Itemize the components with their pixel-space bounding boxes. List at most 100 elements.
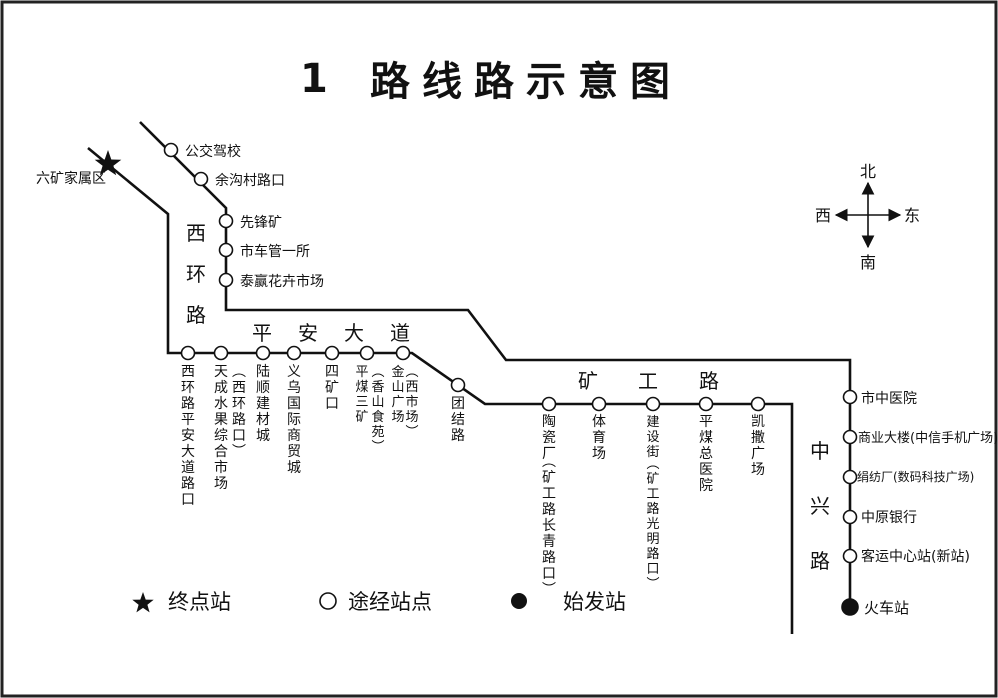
label-char: 义: [287, 364, 301, 380]
label-char: 路: [232, 412, 246, 428]
legend-terminal: 终点站: [132, 590, 231, 614]
label-char: ︵: [371, 365, 384, 380]
stop-marker: [218, 272, 234, 288]
stop-main-2[interactable]: 天成水果综合市场︵西环路口︶: [213, 345, 246, 493]
label-char: 陆: [256, 364, 270, 380]
stop-label-note: ︵西市场︶: [405, 365, 418, 440]
legend-terminal-label: 终点站: [168, 590, 231, 614]
label-char: 场: [214, 476, 228, 492]
stop-main-12[interactable]: 平煤总医院: [698, 396, 714, 495]
label-char: 场: [751, 462, 765, 478]
stop-main-5[interactable]: 四矿口: [324, 345, 340, 413]
road-zhongxing-char-2: 兴: [810, 494, 830, 518]
road-pingan: 平 安 大 道: [252, 321, 410, 345]
road-zhongxing: 中 兴 路: [810, 439, 836, 573]
road-kuanggong-char-2: 工: [638, 369, 658, 393]
stop-main-8[interactable]: 团结路: [450, 377, 466, 445]
stop-label: 建设街: [646, 415, 659, 460]
stop-branch-5[interactable]: 泰赢花卉市场: [218, 272, 325, 290]
road-xihuan-char-3: 路: [186, 303, 206, 327]
stop-branch-3[interactable]: 先锋矿: [218, 213, 283, 232]
stop-marker: [842, 429, 858, 445]
label-char: 瓷: [542, 430, 556, 446]
stop-zx-4[interactable]: 中原银行: [842, 509, 918, 526]
stop-branch-2[interactable]: 余沟村路口: [193, 171, 286, 189]
stop-main-13[interactable]: 凯撒广场: [750, 396, 766, 479]
label-char: ︵: [646, 457, 659, 472]
stop-main-11[interactable]: 建设街︵矿工路光明路口︶: [645, 396, 661, 593]
road-xihuan-char-2: 环: [186, 262, 206, 286]
label-char: ︶: [542, 582, 556, 598]
label-char: 合: [214, 444, 228, 460]
label-char: 医: [699, 462, 713, 478]
stop-branch-1[interactable]: 公交驾校: [163, 142, 242, 160]
road-labels: 西 环 路 平 安 大 道 矿 工 路 中 兴 路: [186, 221, 836, 573]
road-zhongxing-char-1: 中: [810, 439, 830, 463]
stop-main-7[interactable]: 金山广场︵西市场︶: [391, 345, 419, 441]
compass-east: 东: [904, 206, 920, 225]
label-char: 总: [699, 446, 713, 462]
label-char: 商: [287, 428, 301, 444]
stop-main-6[interactable]: 平煤三矿︵香山食苑︶: [355, 345, 385, 456]
stop-marker: [180, 345, 196, 361]
legend-start: 始发站: [511, 590, 626, 614]
road-pingan-char-2: 安: [298, 321, 318, 345]
label-char: ︶: [371, 440, 384, 455]
stop-label: 市中医院: [861, 390, 917, 407]
stop-main-10[interactable]: 体育场: [591, 396, 607, 463]
stop-label: 公交驾校: [185, 143, 241, 160]
label-char: 平: [355, 365, 368, 380]
label-char: 大: [181, 444, 195, 460]
stop-label: 义乌国际商贸城: [287, 364, 301, 476]
label-char: 工: [542, 486, 556, 502]
stop-zx-6-start[interactable]: 火车站: [841, 598, 909, 617]
label-char: ︵: [232, 364, 246, 380]
stop-label: 先锋矿: [240, 215, 282, 231]
stop-main-3[interactable]: 陆顺建材城: [255, 345, 271, 445]
road-kuanggong: 矿 工 路: [578, 369, 719, 393]
label-char: 路: [542, 550, 556, 566]
title-text: 路线路示意图: [370, 59, 682, 105]
label-char: 环: [181, 380, 195, 396]
stop-zx-5[interactable]: 客运中心站(新站): [842, 548, 970, 565]
legend-via-label: 途经站点: [348, 590, 432, 614]
stop-marker: [645, 396, 661, 412]
label-char: 香: [371, 380, 384, 395]
label-char: 矿: [646, 472, 659, 487]
label-char: 长: [542, 518, 556, 534]
stop-main-1[interactable]: 西环路平安大道路口: [180, 345, 196, 509]
star-icon: [132, 592, 154, 613]
route-north-branch: [139, 121, 852, 607]
label-char: 团: [451, 396, 465, 412]
stop-zx-1[interactable]: 市中医院: [842, 389, 918, 407]
stop-label: 商业大楼(中信手机广场): [858, 431, 998, 446]
label-char: 三: [355, 395, 368, 410]
stop-label-note: ︵香山食苑︶: [371, 365, 384, 455]
stop-branch-4[interactable]: 市车管一所: [218, 242, 311, 260]
label-char: 路: [646, 501, 659, 517]
stop-zx-2[interactable]: 商业大楼(中信手机广场): [842, 429, 998, 447]
label-char: ︶: [646, 577, 659, 592]
stop-label: 天成水果综合市场: [214, 364, 228, 492]
stop-main-4[interactable]: 义乌国际商贸城: [286, 345, 302, 477]
label-char: 西: [181, 364, 195, 380]
label-char: 市: [214, 459, 228, 476]
label-char: 育: [592, 430, 606, 446]
label-char: 矿: [325, 380, 339, 396]
stop-label: 余沟村路口: [215, 172, 285, 189]
label-char: 广: [391, 395, 404, 410]
stop-marker: [213, 345, 229, 361]
label-char: 场: [391, 410, 404, 425]
road-pingan-char-4: 道: [390, 321, 410, 345]
stop-marker: [842, 548, 858, 564]
label-char: 山: [391, 380, 404, 395]
stop-label: 客运中心站(新站): [861, 548, 970, 565]
route-lines: [87, 121, 852, 634]
label-char: 金: [391, 364, 404, 380]
legend-start-label: 始发站: [563, 590, 626, 614]
terminal-stop[interactable]: 六矿家属区: [36, 150, 122, 187]
stop-main-9[interactable]: 陶瓷厂︵矿工路长青路口︶: [541, 396, 557, 599]
stop-zx-3[interactable]: 绢纺厂(数码科技广场): [842, 469, 975, 485]
label-char: 道: [181, 460, 195, 476]
